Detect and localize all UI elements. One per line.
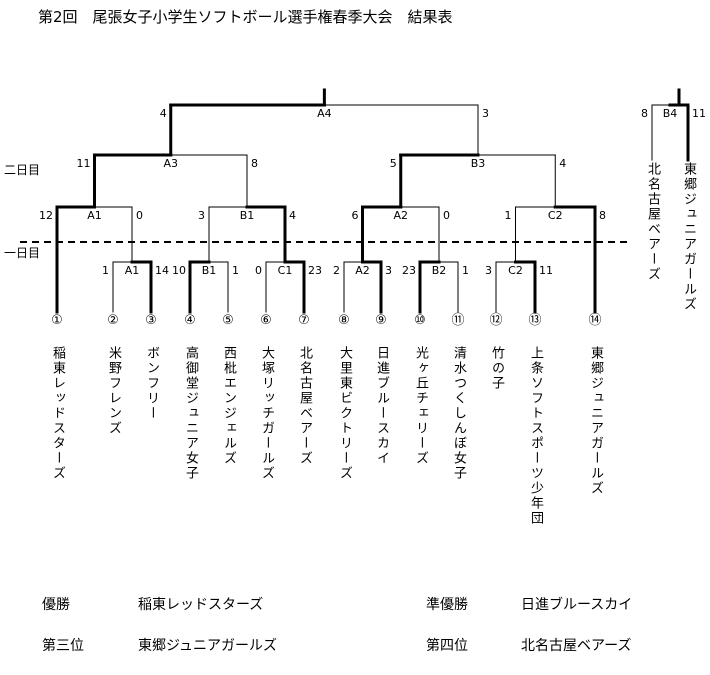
entry-number: ⑪: [451, 313, 464, 328]
score-left: 10: [172, 264, 186, 277]
team-name: 大塚リッチガールズ: [259, 346, 274, 481]
team-name: 竹の子: [489, 346, 504, 391]
match-id-day1: C2: [508, 264, 523, 277]
entry-number: ⑨: [375, 313, 387, 328]
score-right: 0: [136, 209, 143, 222]
match-id-day1: A1: [125, 264, 140, 277]
team-name: ボンフリー: [144, 346, 159, 421]
day2-label: 二日目: [4, 163, 41, 177]
match-id-day1: B1: [202, 264, 217, 277]
team-name: 清水つくしんぼ女子: [451, 346, 466, 481]
entry-number: ②: [107, 313, 119, 328]
score-right: 11: [692, 107, 706, 120]
score-left: 5: [390, 157, 397, 170]
match-id: B3: [471, 157, 486, 170]
third-place-team-name: 東郷ジュニアガールズ: [681, 162, 696, 312]
score-right: 11: [539, 264, 553, 277]
match-id: A3: [163, 157, 178, 170]
score-left: 8: [641, 107, 648, 120]
match-id: A1: [87, 209, 102, 222]
score-left: 1: [102, 264, 109, 277]
score-left: 2: [333, 264, 340, 277]
result-label: 第三位: [42, 638, 84, 654]
team-name: 西枇エンジェルズ: [221, 346, 236, 466]
score-right: 4: [559, 157, 566, 170]
score-left: 3: [485, 264, 492, 277]
score-left: 4: [160, 107, 167, 120]
entry-number: ⑫: [489, 313, 502, 328]
score-right: 8: [599, 209, 606, 222]
team-name: 米野フレンズ: [106, 346, 121, 436]
score-left: 11: [77, 157, 91, 170]
team-name: 東郷ジュニアガールズ: [588, 346, 603, 496]
entry-number: ⑩: [414, 313, 426, 328]
score-right: 1: [232, 264, 239, 277]
entry-number: ⑬: [528, 313, 541, 328]
match-id: C2: [548, 209, 563, 222]
match-id: A2: [393, 209, 408, 222]
match-id-final: A4: [317, 107, 332, 120]
match-id-day1: C1: [278, 264, 293, 277]
team-name: 高御堂ジュニア女子: [183, 346, 198, 481]
team-name: 北名古屋ベアーズ: [297, 346, 312, 466]
result-team: 日進ブルースカイ: [521, 597, 633, 613]
score-right: 3: [482, 107, 489, 120]
entry-number: ⑧: [338, 313, 350, 328]
score-right: 3: [385, 264, 392, 277]
match-id-third-place: B4: [663, 107, 678, 120]
entry-number: ④: [184, 313, 196, 328]
score-right: 0: [443, 209, 450, 222]
match-id-day1: A2: [355, 264, 370, 277]
score-left: 12: [39, 209, 53, 222]
score-right: 1: [462, 264, 469, 277]
entry-number: ①: [51, 313, 63, 328]
team-name: 日進ブルースカイ: [374, 346, 389, 466]
team-name: 光ヶ丘チェリーズ: [413, 346, 428, 466]
score-left: 3: [198, 209, 205, 222]
entry-number: ③: [145, 313, 157, 328]
result-label: 準優勝: [426, 597, 468, 613]
third-place-team-name: 北名古屋ベアーズ: [645, 162, 660, 282]
score-left: 6: [352, 209, 359, 222]
score-left: 0: [255, 264, 262, 277]
result-label: 第四位: [426, 638, 468, 654]
score-right: 8: [251, 157, 258, 170]
score-left: 1: [505, 209, 512, 222]
result-team: 東郷ジュニアガールズ: [138, 638, 278, 654]
result-team: 稲東レッドスターズ: [138, 597, 264, 613]
team-name: 稲東レッドスターズ: [50, 346, 65, 481]
match-id: B1: [240, 209, 255, 222]
team-name: 大里東ビクトリーズ: [337, 346, 352, 481]
page-title: 第2回 尾張女子小学生ソフトボール選手権春季大会 結果表: [38, 8, 453, 26]
day1-label: 一日目: [4, 246, 41, 260]
result-team: 北名古屋ベアーズ: [521, 638, 632, 654]
team-name: 上条ソフトスポーツ少年団: [528, 346, 543, 526]
score-right: 4: [289, 209, 296, 222]
entry-number: ⑭: [588, 313, 601, 328]
entry-number: ⑥: [260, 313, 272, 328]
score-right: 14: [155, 264, 169, 277]
score-left: 23: [402, 264, 416, 277]
entry-number: ⑤: [222, 313, 234, 328]
bracket-lines: [55, 88, 690, 314]
result-label: 優勝: [42, 597, 70, 613]
entry-number: ⑦: [298, 313, 310, 328]
match-id-day1: B2: [432, 264, 447, 277]
score-right: 23: [308, 264, 322, 277]
